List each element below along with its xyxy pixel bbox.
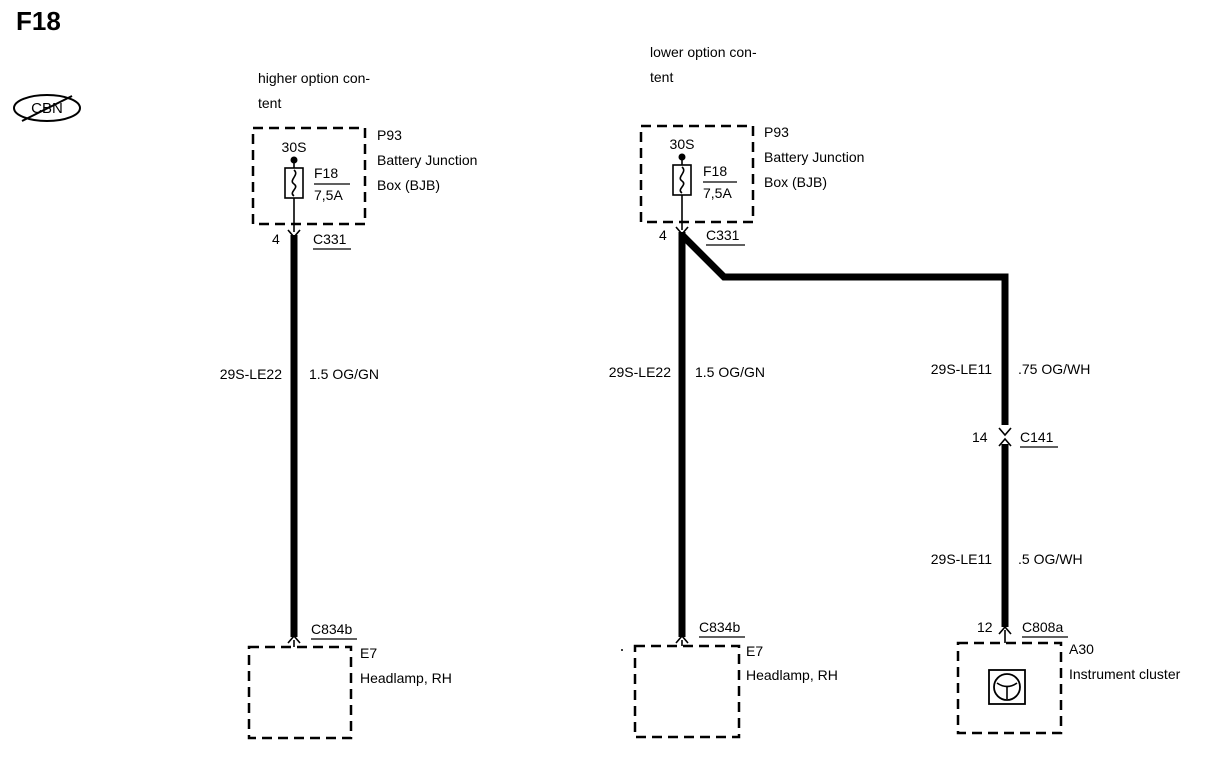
right-cluster-wire-upper-circuit: 29S-LE11	[931, 361, 992, 377]
right-option-text-line2: tent	[650, 69, 673, 85]
left-bjb-box	[251, 126, 367, 226]
left-wire-circuit: 29S-LE22	[220, 366, 282, 382]
right-fuse-icon	[672, 164, 692, 196]
strike-line	[21, 95, 73, 122]
right-bjb-name-line2: Box (BJB)	[764, 174, 827, 190]
right-headlamp-box	[633, 644, 741, 739]
left-bjb-ref: P93	[377, 127, 402, 143]
page-title: F18	[16, 6, 61, 36]
right-headlamp-name: Headlamp, RH	[746, 667, 838, 683]
right-fuse-id: F18	[703, 163, 727, 179]
right-cluster-box	[956, 641, 1063, 735]
left-option-text-line1: higher option con-	[258, 70, 370, 86]
right-c141-connector-top-icon	[998, 427, 1012, 437]
right-bjb-box	[639, 124, 755, 224]
left-c331-name: C331	[313, 231, 347, 247]
right-cluster-ref: A30	[1069, 641, 1094, 657]
right-option-text-line1: lower option con-	[650, 44, 757, 60]
right-cluster-wire-lower-circuit: 29S-LE11	[931, 551, 992, 567]
right-headlamp-ref: E7	[746, 643, 763, 659]
left-bjb-pin: 30S	[282, 139, 307, 155]
right-c141-connector-bottom-icon	[998, 437, 1012, 447]
left-wire-spec: 1.5 OG/GN	[309, 366, 379, 382]
left-headlamp-ref: E7	[360, 645, 377, 661]
right-headlamp-wire-circuit: 29S-LE22	[609, 364, 671, 380]
left-headlamp-name: Headlamp, RH	[360, 670, 452, 686]
right-cluster-wire-upper-spec: .75 OG/WH	[1018, 361, 1090, 377]
right-cluster-name: Instrument cluster	[1069, 666, 1181, 682]
left-diagram: higher option con- tent 30S F18 7,5A P93…	[220, 70, 477, 740]
right-c808a-pin: 12	[977, 619, 993, 635]
right-c331-pin: 4	[659, 227, 667, 243]
right-cluster-wire-upper	[679, 232, 1009, 425]
right-c141-name: C141	[1020, 429, 1054, 445]
right-bjb-ref: P93	[764, 124, 789, 140]
left-c834b-connector-icon	[287, 634, 301, 644]
left-c834b-name: C834b	[311, 621, 352, 637]
left-fuse-id: F18	[314, 165, 338, 181]
left-option-text-line2: tent	[258, 95, 281, 111]
right-headlamp-wire-spec: 1.5 OG/GN	[695, 364, 765, 380]
right-fuse-rating: 7,5A	[703, 185, 732, 201]
right-diagram: lower option con- tent 30S F18 7,5A P93 …	[609, 44, 1181, 739]
right-c834b-name: C834b	[699, 619, 740, 635]
left-bjb-name-line2: Box (BJB)	[377, 177, 440, 193]
right-bjb-pin: 30S	[670, 136, 695, 152]
left-headlamp-box	[247, 645, 353, 740]
left-c331-pin: 4	[272, 231, 280, 247]
left-fuse-rating: 7,5A	[314, 187, 343, 203]
right-bjb-name-line1: Battery Junction	[764, 149, 864, 165]
right-c141-pin: 14	[972, 429, 988, 445]
right-c808a-connector-icon	[998, 625, 1012, 635]
left-fuse-icon	[284, 167, 304, 199]
left-bjb-name-line1: Battery Junction	[377, 152, 477, 168]
right-c808a-name: C808a	[1022, 619, 1063, 635]
instrument-cluster-icon	[988, 669, 1026, 705]
cbn-symbol: CBN	[13, 94, 81, 122]
right-c331-name: C331	[706, 227, 740, 243]
right-c834b-connector-icon	[675, 634, 689, 644]
right-cluster-wire-lower-spec: .5 OG/WH	[1018, 551, 1083, 567]
